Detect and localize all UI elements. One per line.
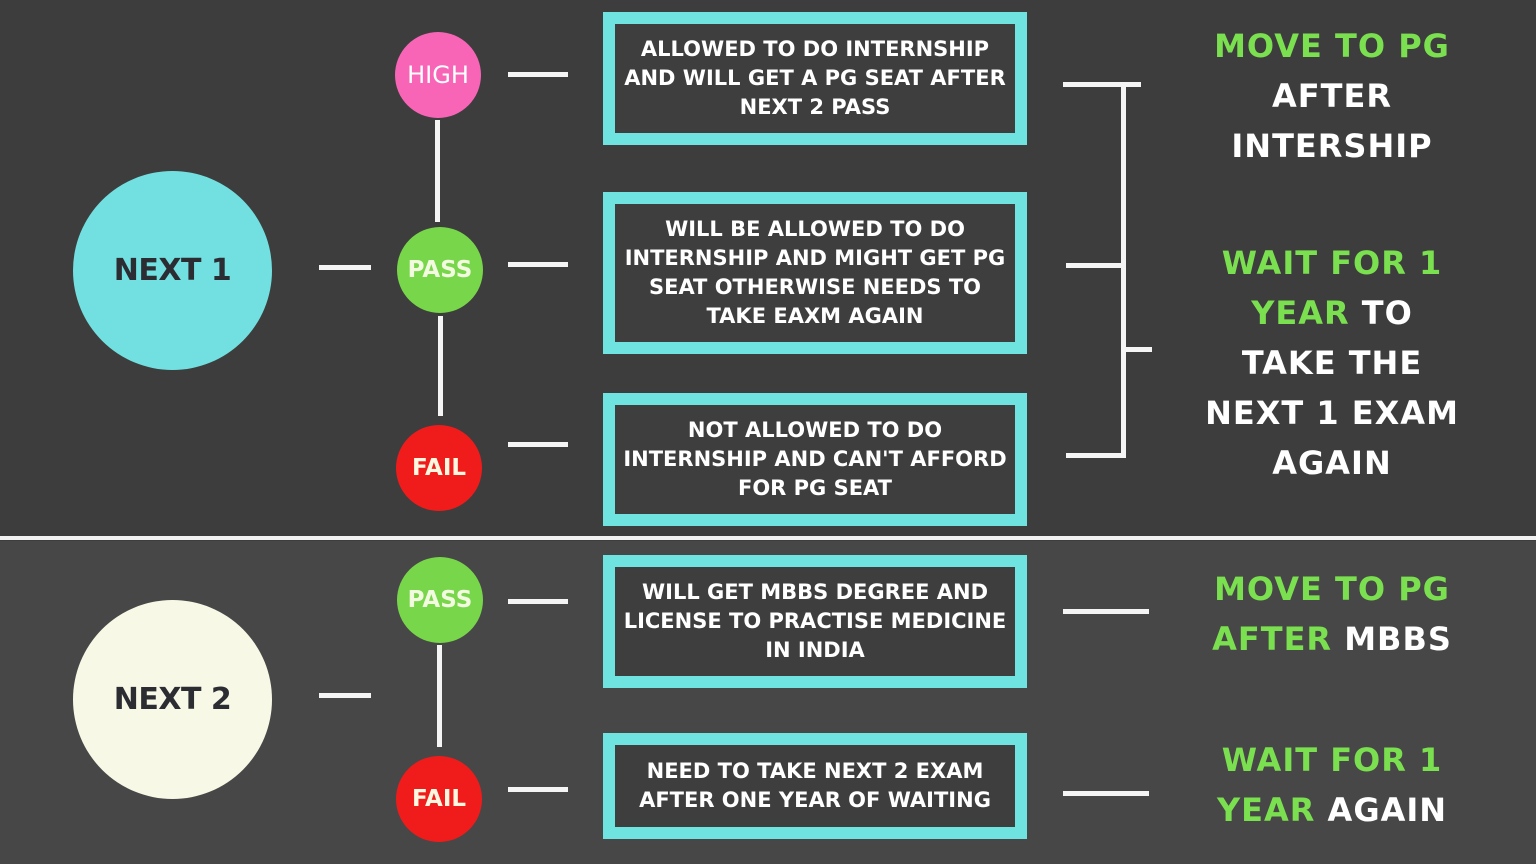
next1-fail-description-box: NOT ALLOWED TO DO INTERNSHIP AND CAN'T A… [603, 393, 1027, 526]
fail-box-connector [508, 787, 568, 792]
next1-high-description-box: ALLOWED TO DO INTERNSHIP AND WILL GET A … [603, 12, 1027, 145]
next1-pass-description-box: WILL BE ALLOWED TO DO INTERNSHIP AND MIG… [603, 192, 1027, 354]
next2-fail-description-box: NEED TO TAKE NEXT 2 EXAM AFTER ONE YEAR … [603, 733, 1027, 839]
next2-label: NEXT 2 [113, 682, 232, 717]
fail-label: FAIL [411, 455, 467, 481]
bracket-vertical [1121, 84, 1126, 458]
next1-outcome-move-to-pg: MOVE TO PG AFTER INTERSHIP [1214, 27, 1450, 165]
bracket-outcome-arm [1124, 347, 1152, 352]
next1-pass-circle: PASS [397, 227, 483, 313]
pass-description: WILL BE ALLOWED TO DO INTERNSHIP AND MIG… [615, 204, 1015, 342]
next1-connector [319, 265, 371, 270]
next2-outcome-move-to-pg: MOVE TO PG AFTER MBBS [1212, 570, 1452, 658]
pass-box-connector [508, 599, 568, 604]
next2-outcome-wait: WAIT FOR 1 YEAR AGAIN [1216, 741, 1448, 829]
pass-label: PASS [407, 257, 473, 283]
high-description: ALLOWED TO DO INTERNSHIP AND WILL GET A … [615, 24, 1015, 133]
pass-box-connector [508, 262, 568, 267]
next1-fail-circle: FAIL [396, 425, 482, 511]
fail-box-connector [508, 442, 568, 447]
next1-outcome-wait: WAIT FOR 1 YEAR TO TAKE THE NEXT 1 EXAM … [1205, 244, 1459, 482]
next2-fail-circle: FAIL [396, 756, 482, 842]
pass-description: WILL GET MBBS DEGREE AND LICENSE TO PRAC… [615, 567, 1015, 676]
fail-outcome-connector [1063, 791, 1149, 796]
pass-fail-connector [437, 645, 442, 747]
next2-circle: NEXT 2 [73, 600, 272, 799]
pass-label: PASS [407, 587, 473, 613]
next2-pass-circle: PASS [397, 557, 483, 643]
high-label: HIGH [407, 61, 469, 89]
bracket-top-arm [1063, 82, 1141, 87]
next1-high-circle: HIGH [395, 32, 481, 118]
next1-circle: NEXT 1 [73, 171, 272, 370]
fail-label: FAIL [411, 786, 467, 812]
bracket-middle-arm [1066, 263, 1124, 268]
fail-description: NEED TO TAKE NEXT 2 EXAM AFTER ONE YEAR … [615, 745, 1015, 827]
section-divider [0, 536, 1536, 540]
pass-fail-connector [438, 316, 443, 416]
next2-connector [319, 693, 371, 698]
bracket-bottom-arm [1066, 453, 1126, 458]
pass-outcome-connector [1063, 609, 1149, 614]
next1-section: NEXT 1 HIGH PASS FAIL ALLOWED TO DO INTE… [73, 12, 1459, 526]
next2-section: NEXT 2 PASS FAIL WILL GET MBBS DEGREE AN… [0, 541, 1536, 864]
high-box-connector [508, 72, 568, 77]
next2-pass-description-box: WILL GET MBBS DEGREE AND LICENSE TO PRAC… [603, 555, 1027, 688]
high-pass-connector [435, 120, 440, 222]
fail-description: NOT ALLOWED TO DO INTERNSHIP AND CAN'T A… [615, 405, 1015, 514]
next1-label: NEXT 1 [113, 253, 232, 288]
